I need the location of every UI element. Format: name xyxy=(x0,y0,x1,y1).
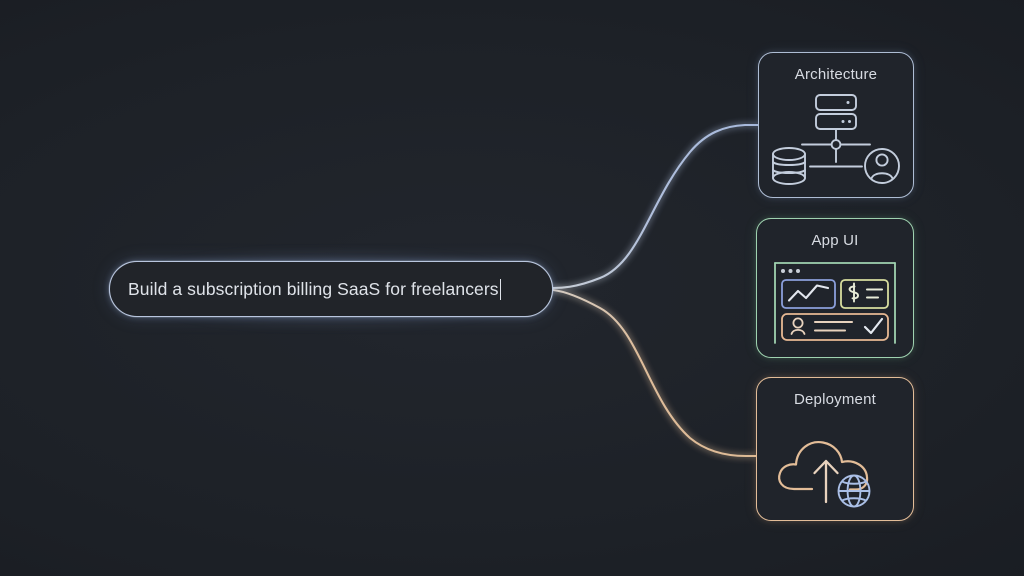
architecture-diagram-icon xyxy=(772,94,900,185)
card-appui-title: App UI xyxy=(811,232,859,249)
connector-deployment xyxy=(551,288,758,458)
browser-window-icon xyxy=(774,262,896,344)
connector-node-icon xyxy=(830,139,842,150)
card-deployment-title: Deployment xyxy=(793,391,877,408)
connector-architecture xyxy=(551,123,760,290)
card-deployment-art xyxy=(757,408,913,520)
dollar-billing-icon xyxy=(840,279,889,309)
text-caret xyxy=(499,278,502,300)
card-appui[interactable]: App UI xyxy=(756,218,914,358)
prompt-input[interactable]: Build a subscription billing SaaS for fr… xyxy=(109,261,553,317)
database-icon xyxy=(772,147,806,185)
card-appui-art xyxy=(757,249,913,357)
user-row-icon xyxy=(781,313,889,341)
card-architecture[interactable]: Architecture xyxy=(758,52,914,198)
card-deployment[interactable]: Deployment xyxy=(756,377,914,521)
line-chart-icon xyxy=(781,279,836,309)
check-icon xyxy=(863,317,884,335)
app-ui-mock-icon xyxy=(774,262,896,344)
card-architecture-art xyxy=(759,83,913,197)
cloud-upload-globe-icon xyxy=(778,440,871,508)
card-architecture-title: Architecture xyxy=(794,66,878,83)
prompt-input-value: Build a subscription billing SaaS for fr… xyxy=(128,278,499,299)
globe-icon xyxy=(837,474,871,508)
user-avatar-icon xyxy=(864,148,900,184)
prompt-input-wrapper[interactable]: Build a subscription billing SaaS for fr… xyxy=(99,251,563,327)
server-rack-icon xyxy=(815,94,857,111)
cloud-upload-icon xyxy=(778,440,869,491)
